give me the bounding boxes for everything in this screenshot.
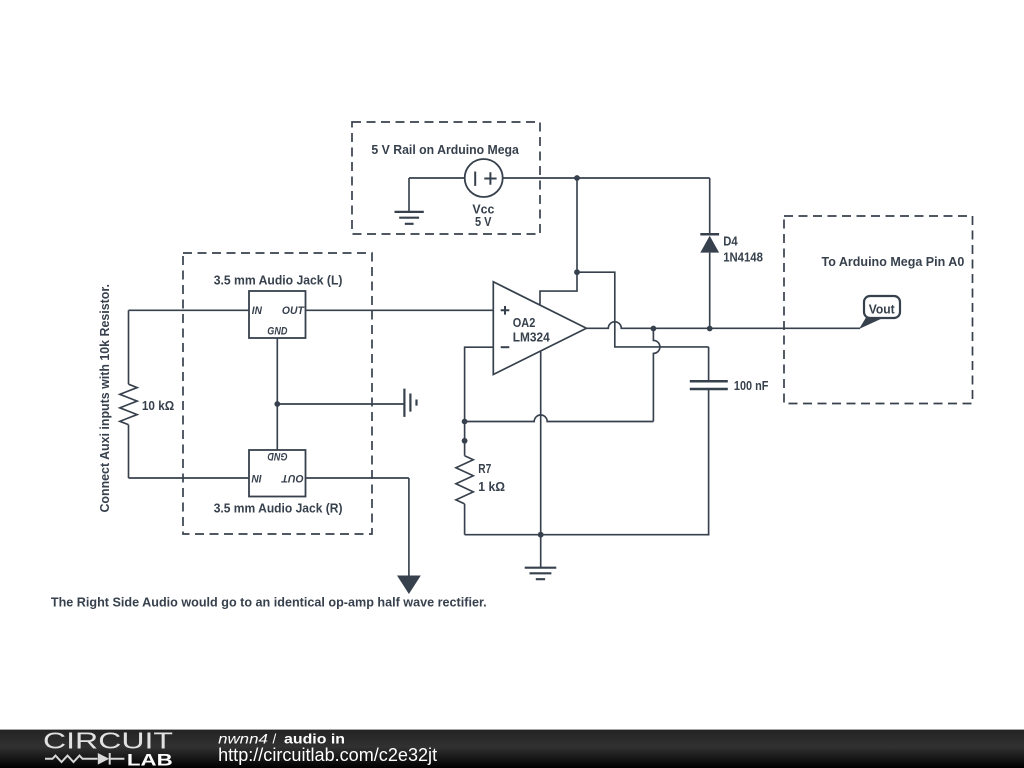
svg-text:OUT: OUT <box>281 472 304 484</box>
svg-text:1 kΩ: 1 kΩ <box>478 479 505 494</box>
svg-text:3.5 mm Audio Jack (R): 3.5 mm Audio Jack (R) <box>214 501 343 516</box>
svg-text:IN: IN <box>251 472 262 484</box>
svg-text:1N4148: 1N4148 <box>723 250 763 265</box>
svg-text:5 V: 5 V <box>475 214 492 229</box>
svg-text:Connect Auxi inputs with 10k R: Connect Auxi inputs with 10k Resistor. <box>97 284 112 513</box>
svg-text:3.5 mm Audio Jack (L): 3.5 mm Audio Jack (L) <box>214 273 343 288</box>
svg-text:audio in: audio in <box>284 731 345 746</box>
svg-text:Vcc: Vcc <box>472 202 494 217</box>
svg-text:nwnn4: nwnn4 <box>218 731 268 746</box>
svg-text:OA2: OA2 <box>513 315 536 330</box>
svg-text:100 nF: 100 nF <box>734 378 769 393</box>
svg-text:5 V Rail on Arduino Mega: 5 V Rail on Arduino Mega <box>371 142 519 157</box>
svg-text:GND: GND <box>267 326 287 338</box>
svg-text:IN: IN <box>252 305 263 317</box>
svg-text:http://circuitlab.com/c2e32jt: http://circuitlab.com/c2e32jt <box>218 745 437 765</box>
svg-text:R7: R7 <box>478 461 491 476</box>
svg-text:CIRCUIT: CIRCUIT <box>43 728 173 754</box>
svg-text:LAB: LAB <box>127 751 173 768</box>
svg-text:Vout: Vout <box>869 302 896 317</box>
svg-text:GND: GND <box>267 450 287 462</box>
svg-text:/: / <box>273 731 277 746</box>
svg-text:10 kΩ: 10 kΩ <box>142 398 174 413</box>
svg-text:D4: D4 <box>723 234 738 249</box>
svg-text:OUT: OUT <box>282 305 305 317</box>
svg-text:The Right Side Audio would go: The Right Side Audio would go to an iden… <box>51 594 487 609</box>
svg-text:To Arduino Mega Pin A0: To Arduino Mega Pin A0 <box>822 254 965 269</box>
svg-text:LM324: LM324 <box>513 330 551 345</box>
